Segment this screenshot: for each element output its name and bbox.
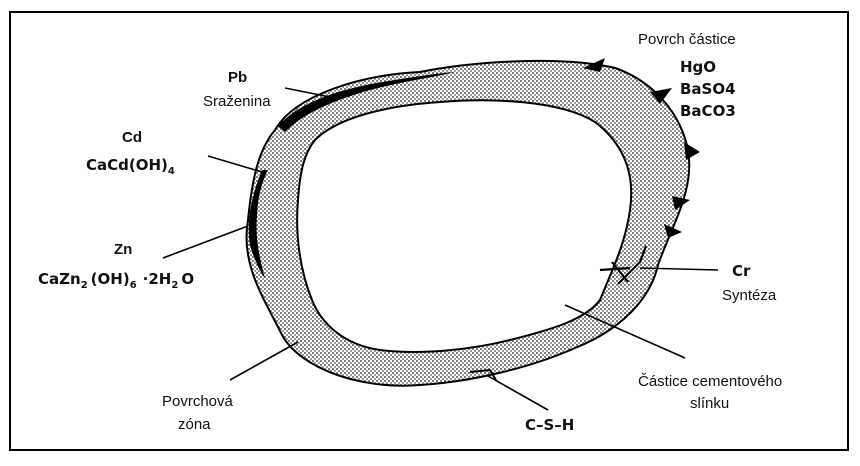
label-srazenina: Sraženina xyxy=(203,93,271,110)
label-surface-title: Povrch částice xyxy=(638,31,736,48)
label-synteza: Syntéza xyxy=(722,287,777,304)
label-cacd: CaCd(OH)4 xyxy=(86,156,175,177)
label-cazn-d: O xyxy=(181,270,194,288)
leader-povrchova xyxy=(230,342,298,380)
label-cazn-sub1: 2 xyxy=(81,280,88,291)
label-pb: Pb xyxy=(228,69,247,86)
label-povrchova-2: zóna xyxy=(178,416,211,433)
label-hgo: HgO xyxy=(680,58,716,76)
label-zn: Zn xyxy=(114,241,132,258)
label-baco3: BaCO3 xyxy=(680,102,736,120)
label-castice-1: Částice cementového xyxy=(638,373,782,390)
label-cazn-sub3: 2 xyxy=(171,280,178,291)
leader-zn xyxy=(163,226,248,258)
label-cacd-main: CaCd(OH) xyxy=(86,156,168,174)
leader-csh xyxy=(488,376,548,410)
label-baso4: BaSO4 xyxy=(680,80,736,98)
label-cazn-c: ·2H xyxy=(143,270,172,288)
label-cazn-b: (OH) xyxy=(91,270,130,288)
label-cr: Cr xyxy=(732,262,751,280)
label-cd: Cd xyxy=(122,129,142,146)
leader-cd xyxy=(208,156,262,172)
label-povrchova-1: Povrchová xyxy=(162,393,234,410)
label-cacd-sub: 4 xyxy=(168,166,175,177)
precipitate-spike-3 xyxy=(684,142,700,160)
label-cazn-sub2: 6 xyxy=(130,280,137,291)
label-csh: C–S–H xyxy=(525,416,574,434)
label-cazn-a: CaZn xyxy=(38,270,81,288)
label-castice-2: slínku xyxy=(690,395,729,412)
